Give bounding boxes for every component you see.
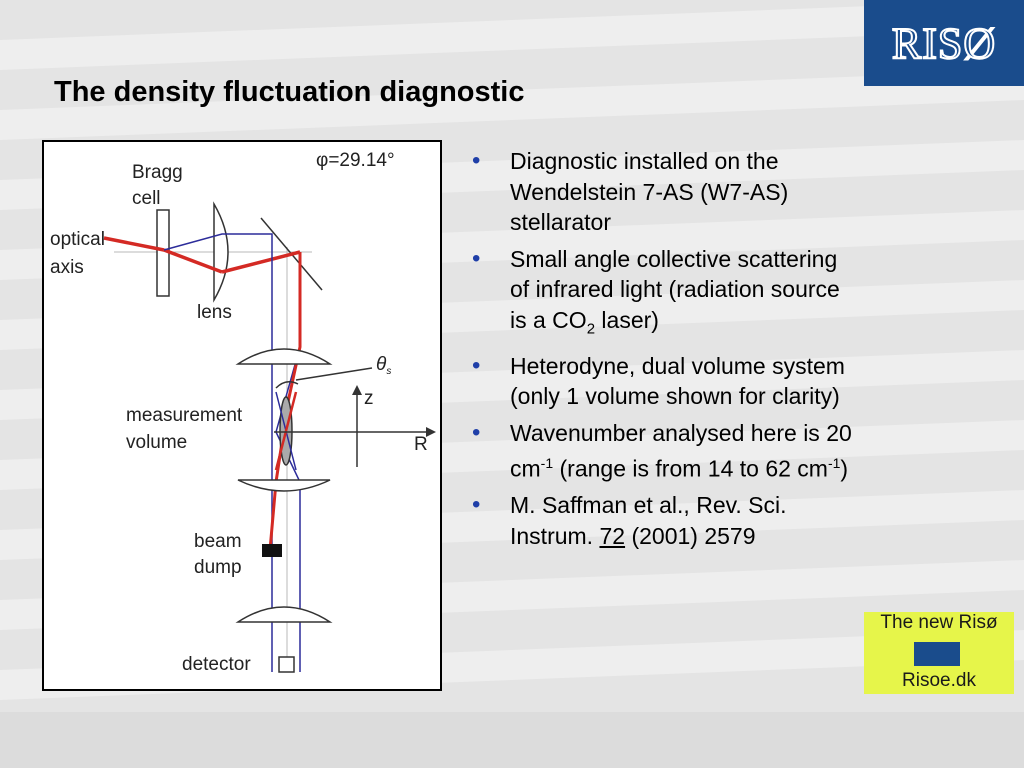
lens-4	[235, 606, 333, 623]
bullet-icon: •	[472, 147, 481, 174]
bullet-item: • Small angle collective scattering of i…	[470, 244, 855, 345]
measurement-volume-label-2: volume	[126, 432, 187, 453]
theta-label: θs	[376, 354, 391, 377]
bullet-text: (range is from 14 to 62 cm	[553, 455, 828, 482]
bullet-list: • Diagnostic installed on the Wendelstei…	[470, 146, 855, 557]
bullet-text: (2001) 2579	[625, 522, 756, 549]
bullet-text: Wavenumber analysed here is 20 cm	[510, 419, 852, 482]
new-riso-badge[interactable]: The new Risø Risoe.dk	[864, 612, 1014, 694]
bullet-icon: •	[472, 244, 481, 272]
superscript: -1	[827, 455, 841, 472]
beam-dump-label-1: beam	[194, 531, 242, 552]
z-label: z	[364, 388, 374, 409]
phi-label: φ=29.14°	[316, 150, 395, 171]
slide-title: The density fluctuation diagnostic	[54, 76, 525, 108]
input-beam	[103, 236, 165, 252]
detector-label: detector	[182, 654, 251, 675]
bullet-icon: •	[472, 418, 481, 446]
bullet-icon: •	[472, 351, 481, 379]
z-axis-arrow	[352, 385, 362, 395]
bullet-text: Diagnostic installed on the Wendelstein …	[510, 148, 789, 235]
scattered-beam-2	[221, 250, 301, 274]
theta-pointer	[295, 367, 373, 381]
bullet-text: M. Saffman et al., Rev. Sci. Instrum.	[510, 492, 787, 549]
bullet-item: • M. Saffman et al., Rev. Sci. Instrum. …	[470, 490, 855, 551]
beam-dump-label-2: dump	[194, 557, 242, 578]
superscript: -1	[540, 455, 554, 472]
bragg-cell-label-2: cell	[132, 188, 161, 209]
bullet-icon: •	[472, 491, 481, 519]
diagram-drawing: φ=29.14° Bragg cell optical axis lens θs…	[50, 150, 436, 675]
bullet-text: Small angle collective scattering of inf…	[510, 245, 840, 333]
bullet-item: • Diagnostic installed on the Wendelstei…	[470, 146, 855, 238]
bullet-text: laser)	[595, 306, 659, 333]
bullet-item: • Heterodyne, dual volume system (only 1…	[470, 351, 855, 412]
bullet-text: Heterodyne, dual volume system (only 1 v…	[510, 352, 845, 410]
r-axis-arrow	[426, 427, 436, 437]
new-riso-mark-icon	[914, 642, 960, 666]
new-riso-title: The new Risø	[880, 612, 998, 633]
optical-setup-diagram: φ=29.14° Bragg cell optical axis lens θs…	[42, 140, 442, 691]
optical-axis-label-1: optical	[50, 229, 105, 250]
r-label: R	[414, 434, 428, 455]
local-oscillator-beam	[163, 233, 273, 672]
crossing-beam-2	[274, 391, 298, 471]
riso-logo: RISØ	[864, 0, 1024, 86]
detector	[278, 656, 295, 673]
bullet-text: )	[840, 455, 849, 482]
lens-label: lens	[197, 302, 232, 323]
volume-number: 72	[599, 522, 626, 549]
bullet-item: • Wavenumber analysed here is 20 cm-1 (r…	[470, 418, 855, 485]
measurement-volume-label-1: measurement	[126, 405, 243, 426]
optical-axis-label-2: axis	[50, 257, 84, 278]
lens-1	[213, 201, 229, 303]
beam-dump	[262, 544, 282, 557]
scattered-beam-1	[163, 248, 223, 274]
theta-arc	[275, 381, 299, 389]
new-riso-link[interactable]: Risoe.dk	[902, 670, 976, 691]
subscript: 2	[586, 320, 596, 338]
riso-logo-text: RISØ	[891, 18, 997, 69]
lens-3	[237, 479, 331, 492]
lens-2	[235, 348, 333, 365]
bragg-cell-label-1: Bragg	[132, 162, 183, 183]
